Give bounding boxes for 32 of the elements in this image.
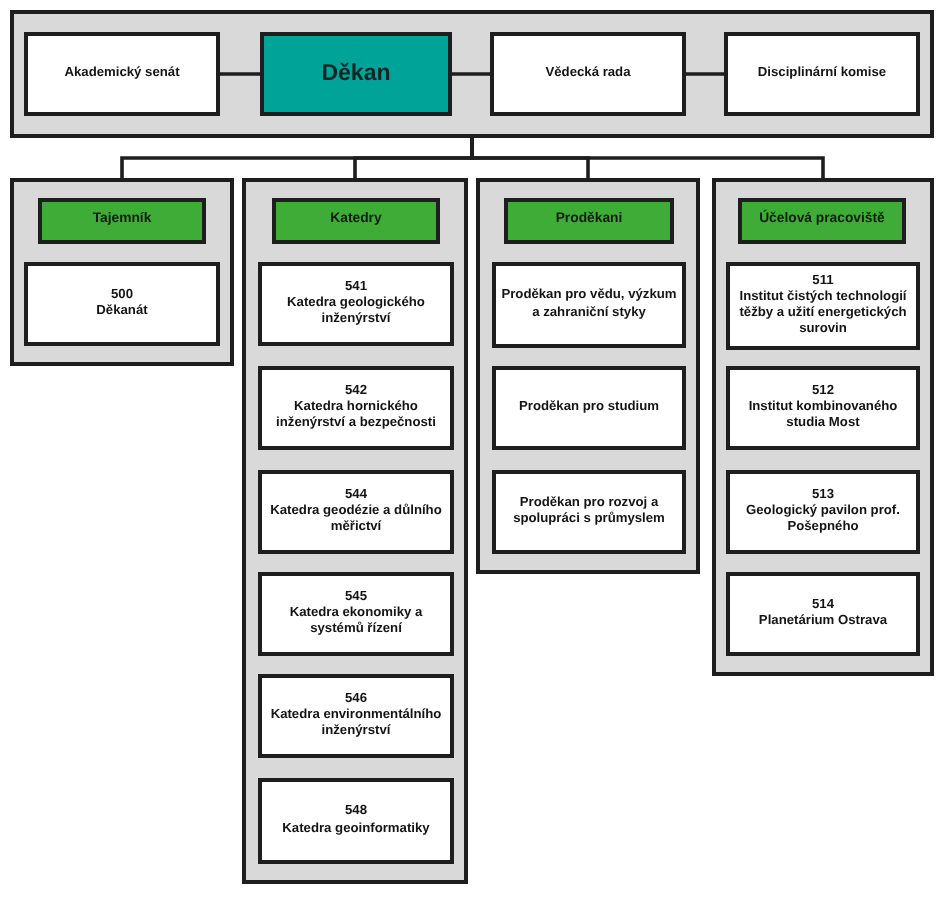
heading-bar	[504, 198, 674, 244]
unit-box	[724, 32, 920, 116]
heading-bar	[272, 198, 440, 244]
dean-box	[260, 32, 452, 116]
unit-box	[258, 366, 454, 450]
dean-title: Děkan	[321, 59, 391, 89]
unit-box	[726, 470, 920, 554]
column-panel	[476, 178, 700, 574]
unit-box	[492, 366, 686, 450]
column-panel	[242, 178, 468, 884]
unit-box	[492, 470, 686, 554]
unit-box	[492, 262, 686, 348]
connector-line	[452, 72, 490, 76]
header-band	[10, 10, 934, 138]
unit-box	[258, 470, 454, 554]
column-panel	[712, 178, 934, 676]
heading-bar	[738, 198, 906, 244]
unit-box	[258, 572, 454, 656]
connector-line	[220, 72, 260, 76]
unit-box	[258, 778, 454, 864]
unit-box	[726, 262, 920, 350]
connector-line	[686, 72, 724, 76]
connector-line	[470, 138, 825, 178]
unit-box	[490, 32, 686, 116]
unit-box	[24, 32, 220, 116]
heading-bar	[38, 198, 206, 244]
unit-box	[726, 366, 920, 450]
column-panel	[10, 178, 234, 366]
unit-box	[258, 674, 454, 758]
unit-box	[258, 262, 454, 346]
unit-box	[24, 262, 220, 346]
unit-box	[726, 572, 920, 656]
